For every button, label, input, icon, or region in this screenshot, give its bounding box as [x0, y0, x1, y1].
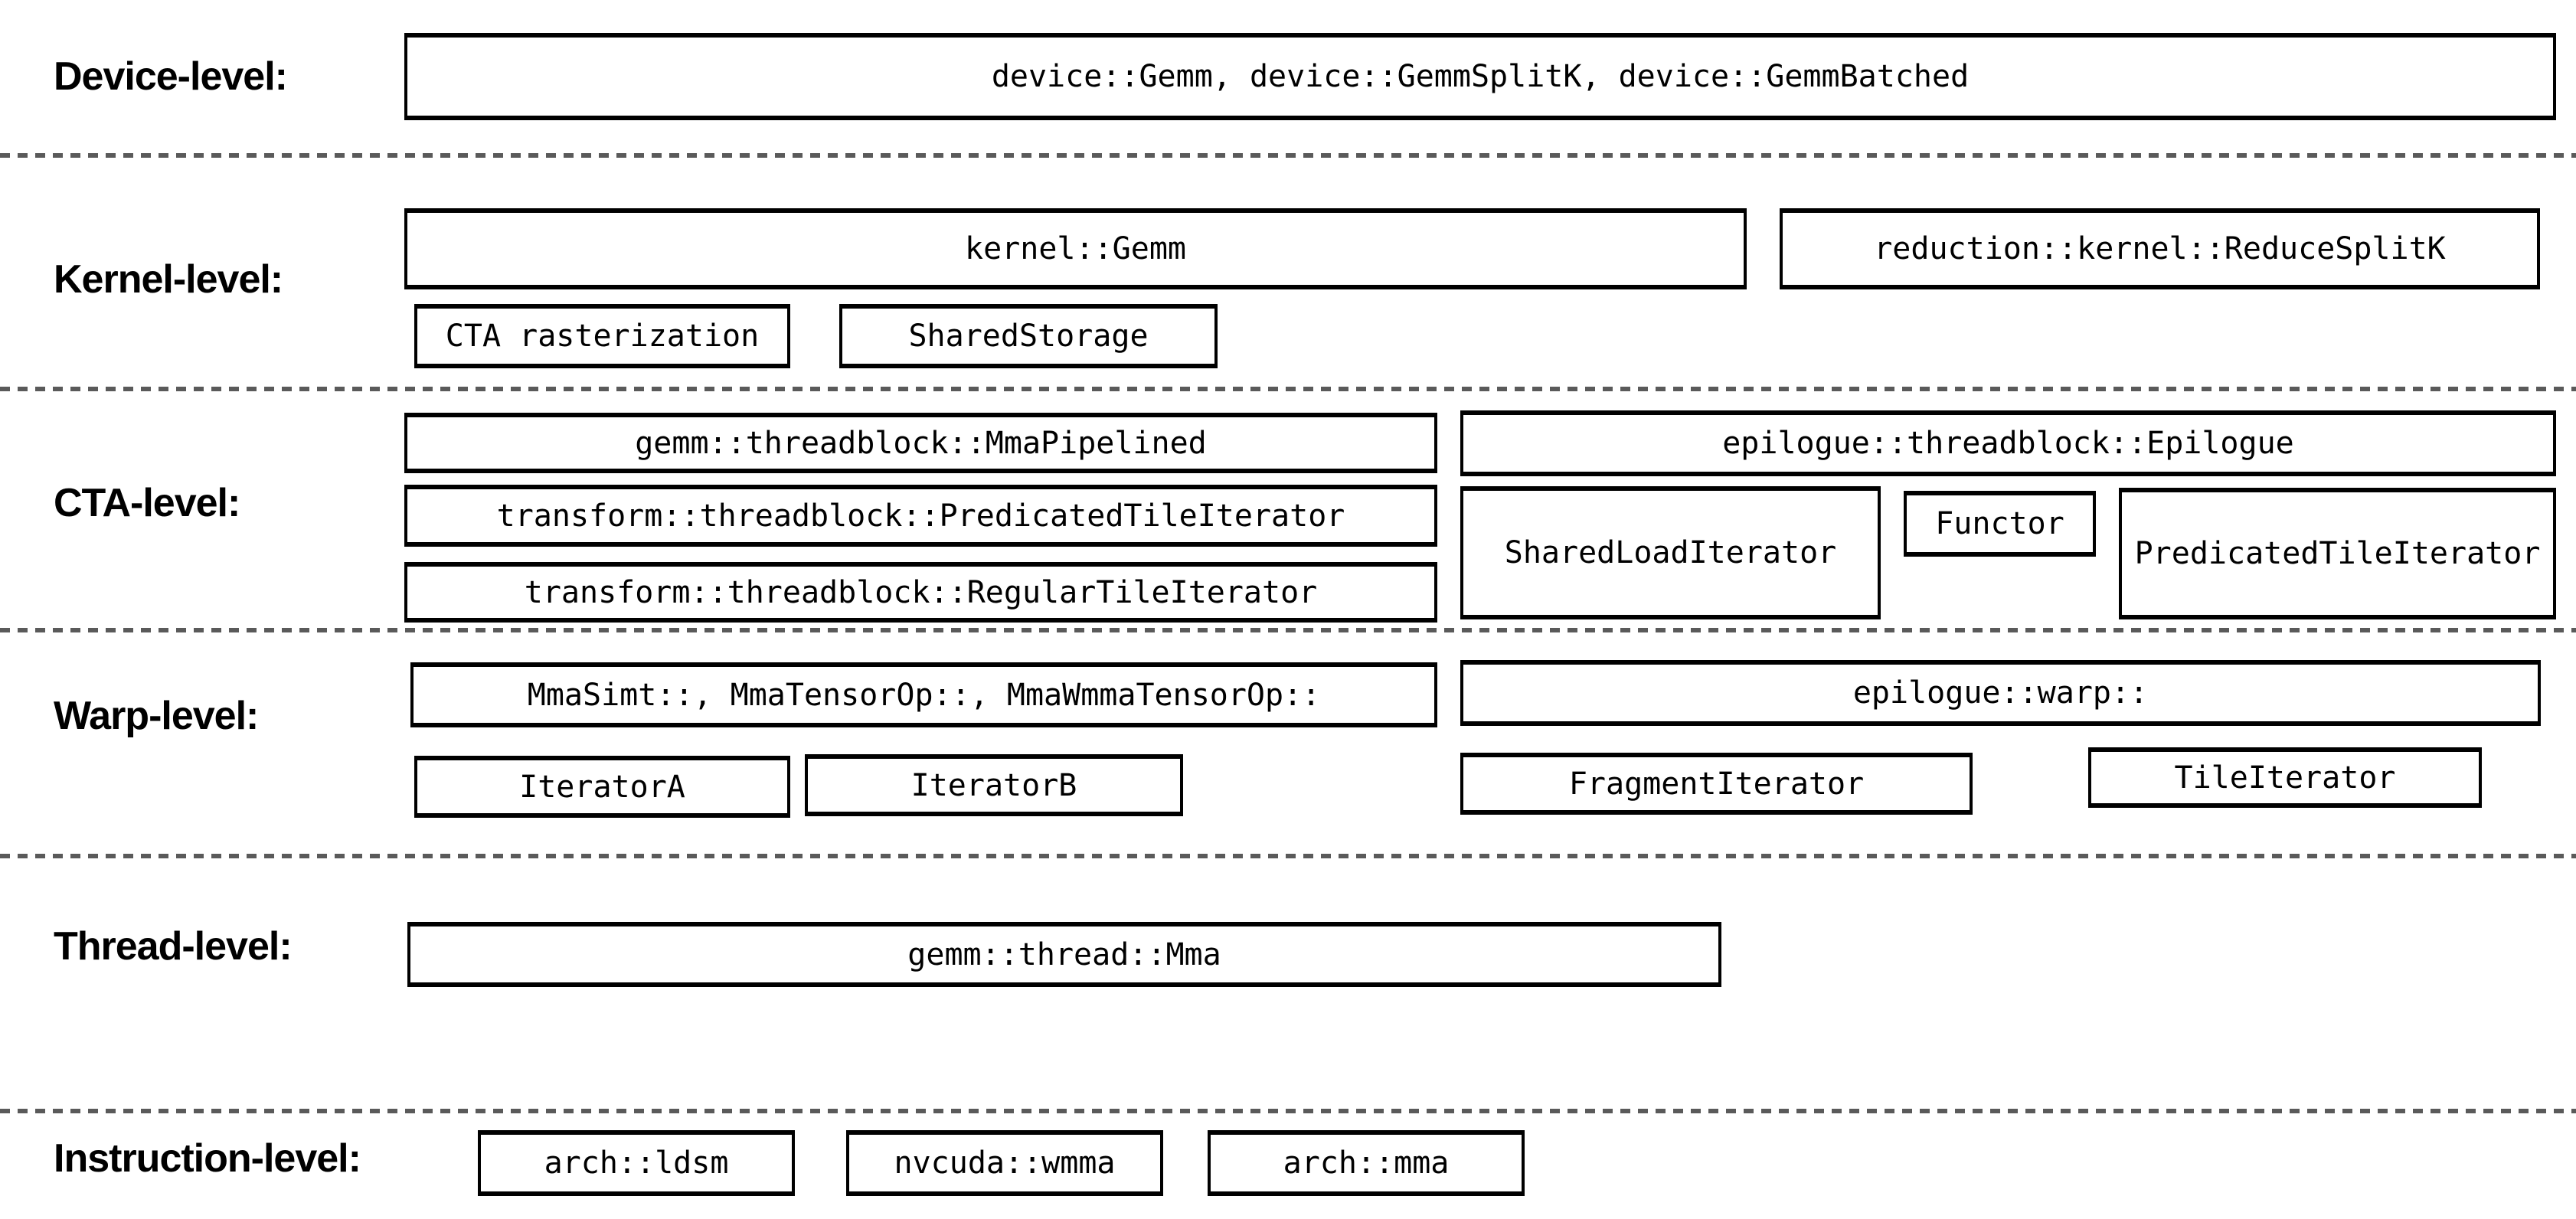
cta-rasterization-box: CTA rasterization — [414, 304, 790, 368]
warp-mma-box: MmaSimt::, MmaTensorOp::, MmaWmmaTensorO… — [410, 662, 1437, 727]
instruction-level-label: Instruction-level: — [54, 1136, 361, 1181]
kernel-gemm-box: kernel::Gemm — [404, 208, 1747, 289]
dashed-separator-1 — [0, 153, 2576, 158]
iterator-b-box: IteratorB — [805, 754, 1183, 816]
epilogue-predicated-tile-iterator-box: PredicatedTileIterator — [2119, 488, 2556, 619]
dashed-separator-4 — [0, 854, 2576, 858]
nvcuda-wmma-box: nvcuda::wmma — [846, 1130, 1163, 1196]
device-level-label: Device-level: — [54, 54, 288, 99]
functor-box: Functor — [1904, 491, 2096, 557]
epilogue-warp-box: epilogue::warp:: — [1460, 660, 2541, 726]
transform-regular-tile-iterator-box: transform::threadblock::RegularTileItera… — [404, 562, 1437, 623]
shared-storage-box: SharedStorage — [839, 304, 1218, 368]
mma-pipelined-box: gemm::threadblock::MmaPipelined — [404, 413, 1437, 473]
kernel-level-label: Kernel-level: — [54, 257, 283, 302]
shared-load-iterator-box: SharedLoadIterator — [1460, 486, 1881, 619]
arch-mma-box: arch::mma — [1208, 1130, 1525, 1196]
epilogue-threadblock-box: epilogue::threadblock::Epilogue — [1460, 410, 2556, 476]
cta-level-label: CTA-level: — [54, 481, 240, 525]
iterator-a-box: IteratorA — [414, 756, 790, 818]
reduction-kernel-reducesplitk-box: reduction::kernel::ReduceSplitK — [1780, 208, 2540, 289]
arch-ldsm-box: arch::ldsm — [478, 1130, 795, 1196]
thread-level-label: Thread-level: — [54, 924, 293, 969]
device-gemm-box: device::Gemm, device::GemmSplitK, device… — [404, 33, 2556, 120]
dashed-separator-2 — [0, 387, 2576, 391]
transform-predicated-tile-iterator-box: transform::threadblock::PredicatedTileIt… — [404, 485, 1437, 547]
dashed-separator-5 — [0, 1109, 2576, 1113]
dashed-separator-3 — [0, 628, 2576, 632]
fragment-iterator-box: FragmentIterator — [1460, 753, 1973, 815]
warp-level-label: Warp-level: — [54, 694, 259, 738]
tile-iterator-box: TileIterator — [2088, 747, 2482, 808]
thread-mma-box: gemm::thread::Mma — [407, 922, 1721, 987]
